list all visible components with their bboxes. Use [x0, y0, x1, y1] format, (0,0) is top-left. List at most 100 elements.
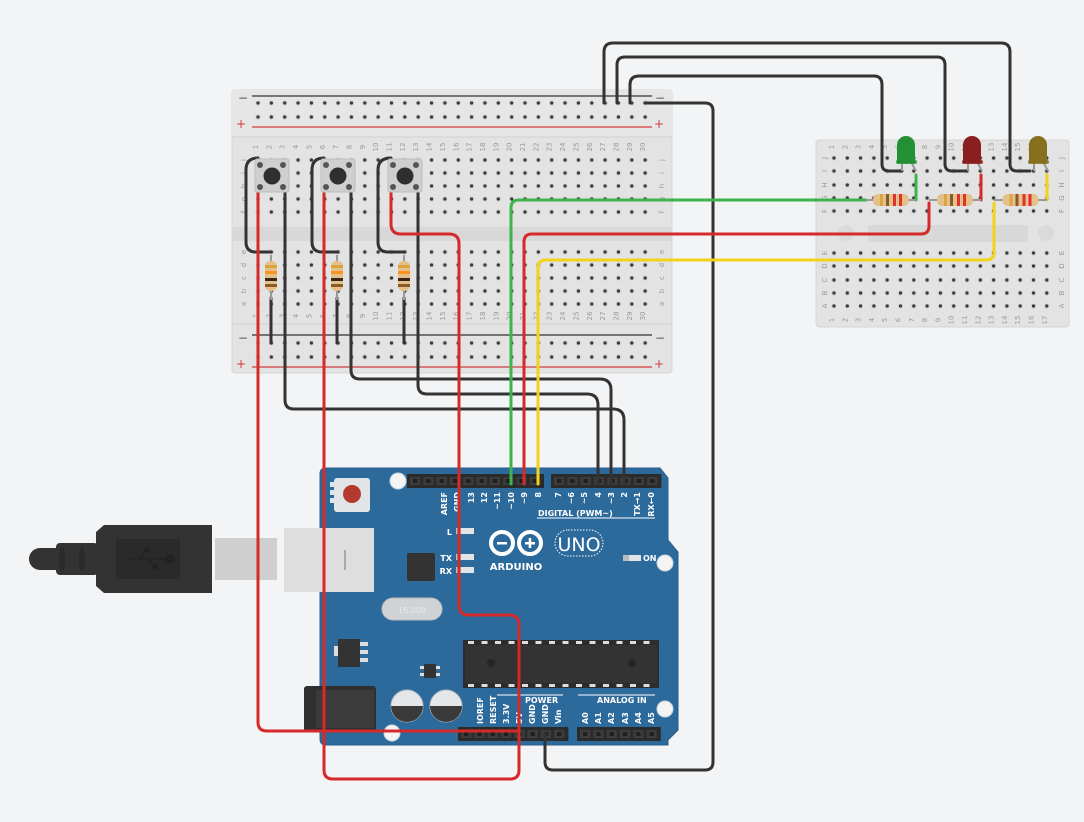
wire-5v-button1[interactable] — [256, 191, 519, 733]
wire-pin8-led-yellow[interactable] — [536, 201, 996, 486]
led-red[interactable] — [962, 136, 983, 172]
hole-center — [1018, 291, 1022, 295]
wire-5v-button2[interactable] — [322, 191, 521, 781]
hole-center — [1031, 209, 1036, 213]
hole-center — [1005, 291, 1009, 295]
wire-gnd-led-yellow[interactable] — [602, 41, 1032, 173]
hole-center — [563, 302, 567, 306]
led-resistor[interactable] — [866, 194, 916, 206]
led-yellow[interactable] — [1028, 136, 1049, 172]
hole-center — [429, 197, 434, 201]
hole-center — [872, 278, 876, 282]
hole-center — [885, 251, 889, 255]
hole-center — [898, 264, 903, 268]
led-resistor[interactable] — [994, 194, 1047, 206]
wire-pin9-led-red[interactable] — [522, 201, 931, 486]
hole-center — [912, 278, 916, 282]
button-1[interactable] — [254, 158, 290, 193]
column-label: 18 — [479, 312, 487, 321]
wire-pin10-led-green[interactable] — [509, 198, 868, 486]
hole-center — [363, 184, 367, 188]
digital-header-right[interactable] — [551, 474, 662, 488]
wire-gnd-led-green[interactable] — [628, 74, 904, 173]
button-3[interactable] — [387, 158, 423, 193]
small-center-channel — [868, 225, 1028, 242]
chip-pin — [616, 641, 623, 644]
digital-pin-label: ~10 — [507, 492, 516, 510]
analog-label: ANALOG IN — [597, 696, 647, 705]
hole-center — [443, 184, 447, 188]
hole-center — [496, 302, 500, 306]
chip-pin — [616, 684, 623, 687]
wire-button1-to-pin2[interactable] — [283, 191, 626, 486]
hole-center — [443, 355, 447, 359]
reset-button[interactable] — [330, 478, 370, 512]
hole-center — [296, 276, 300, 280]
column-label: 17 — [466, 143, 474, 152]
pulldown-resistor[interactable] — [398, 255, 410, 300]
hole-center — [643, 115, 647, 119]
hole-center — [510, 101, 514, 105]
hole-center — [952, 251, 956, 255]
led-resistor[interactable] — [929, 194, 981, 206]
hole-center — [872, 183, 876, 187]
hole-center — [536, 184, 540, 188]
main-breadboard[interactable]: − + − + − + − + 112233445566778899101011… — [231, 89, 673, 374]
hole-center — [845, 209, 849, 213]
hole-center — [550, 341, 554, 345]
arduino-uno[interactable]: 16.000 — [284, 467, 679, 746]
hole-center — [872, 291, 876, 295]
hole-center — [590, 276, 594, 280]
wire-button1-to-resistor[interactable] — [244, 156, 273, 254]
analog-header[interactable] — [577, 727, 661, 741]
wire-gnd-rail-to-arduino[interactable] — [543, 101, 715, 772]
wire-5v-button3[interactable] — [389, 191, 521, 735]
hole-center — [859, 156, 863, 160]
hole-center — [872, 169, 876, 173]
wire-button3-to-pin4[interactable] — [416, 191, 600, 486]
hole-center — [872, 264, 876, 268]
wire-button2-to-pin3[interactable] — [349, 191, 613, 486]
hole-center — [616, 250, 621, 254]
pulldown-resistor[interactable] — [265, 255, 277, 300]
pulldown-resistor[interactable] — [331, 255, 343, 300]
hole-center — [938, 251, 943, 255]
wire-button2-to-resistor[interactable] — [310, 156, 339, 254]
button-2[interactable] — [320, 158, 356, 193]
wire-button3-to-resistor[interactable] — [376, 156, 406, 254]
hole-center — [576, 184, 581, 188]
hole-center — [389, 355, 394, 359]
hole-center — [403, 355, 407, 359]
hole-center — [643, 250, 647, 254]
hole-center — [376, 101, 380, 105]
small-column-label: 15 — [1014, 143, 1022, 152]
hole-center — [832, 169, 836, 173]
power-header[interactable] — [458, 727, 569, 741]
hole-center — [470, 158, 474, 162]
small-breadboard[interactable]: 1122334455667788991010111112121313141415… — [815, 139, 1070, 328]
hole-center — [496, 197, 500, 201]
led-green[interactable] — [896, 136, 917, 172]
hole-center — [363, 355, 367, 359]
hole-center — [429, 101, 434, 105]
chip-pin — [522, 641, 528, 644]
hole-center — [885, 304, 889, 308]
hole-center — [470, 355, 474, 359]
usb-cable[interactable] — [29, 525, 277, 593]
small-row-label: C — [1058, 277, 1066, 282]
wire-gnd-led-red[interactable] — [615, 55, 968, 173]
hole-center — [550, 115, 554, 119]
hole-center — [992, 183, 996, 187]
small-column-label: 8 — [921, 145, 929, 149]
small-column-label: 12 — [974, 316, 982, 325]
hole-center — [832, 209, 836, 213]
column-label: 22 — [532, 312, 540, 321]
hole-center — [1005, 169, 1009, 173]
top-power-rail[interactable] — [255, 100, 648, 360]
hole-center — [590, 341, 594, 345]
column-label: 30 — [639, 312, 647, 321]
power-pin-label: IOREF — [476, 697, 485, 724]
power-pin-label: RESET — [489, 695, 498, 724]
usb-port — [284, 528, 374, 592]
